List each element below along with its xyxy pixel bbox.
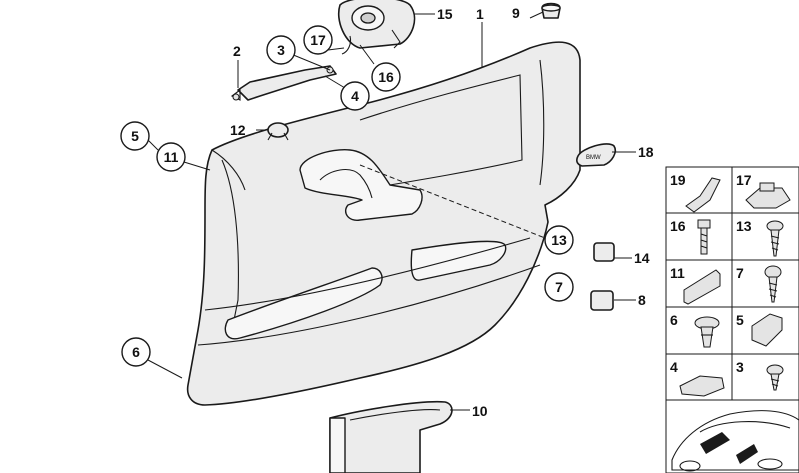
grid-label-17: 17 — [736, 172, 752, 188]
grid-part-11 — [683, 269, 721, 305]
svg-text:6: 6 — [132, 344, 140, 360]
storage-pocket-10 — [329, 400, 453, 473]
grid-label-5: 5 — [736, 312, 744, 328]
grid-label-19: 19 — [670, 172, 686, 188]
callout-10: 10 — [472, 403, 488, 419]
svg-text:7: 7 — [555, 279, 563, 295]
badge-text: BMW — [586, 155, 601, 161]
svg-text:4: 4 — [351, 88, 359, 104]
grid-label-13: 13 — [736, 218, 752, 234]
grid-label-11: 11 — [670, 265, 685, 281]
svg-text:13: 13 — [551, 232, 567, 248]
callout-8: 8 — [638, 292, 646, 308]
leader-lines — [147, 11, 636, 411]
callout-14: 14 — [634, 250, 650, 266]
callout-13: 13 — [544, 225, 574, 255]
grid-part-13-screw — [766, 220, 784, 257]
grid-part-16-screw — [697, 219, 711, 255]
grid-part-19 — [685, 177, 721, 213]
grid-part-4 — [679, 375, 725, 397]
callout-2: 2 — [233, 43, 241, 59]
callout-5: 5 — [120, 121, 150, 151]
grid-part-6-clip — [694, 316, 720, 348]
grid-label-7: 7 — [736, 265, 744, 281]
callout-16: 16 — [371, 62, 401, 92]
callout-4: 4 — [340, 81, 370, 111]
callout-12: 12 — [230, 122, 246, 138]
grid-part-3-screw — [766, 364, 784, 391]
bracket-part — [230, 65, 337, 101]
grid-part-7-screw — [764, 265, 782, 303]
parts-grid: 19 17 16 13 11 7 6 5 — [665, 166, 799, 473]
grid-label-16: 16 — [670, 218, 686, 234]
callout-11: 11 — [156, 142, 186, 172]
grid-part-5 — [751, 313, 783, 347]
svg-text:11: 11 — [164, 149, 179, 165]
cap-part-8 — [590, 290, 614, 311]
svg-text:16: 16 — [378, 69, 394, 85]
callout-15: 15 — [437, 6, 453, 22]
callout-17: 17 — [303, 25, 333, 55]
callout-7: 7 — [544, 272, 574, 302]
car-location-thumbnail — [671, 410, 799, 472]
callout-3: 3 — [266, 35, 296, 65]
grid-label-4: 4 — [670, 359, 678, 375]
grid-label-6: 6 — [670, 312, 678, 328]
grid-label-3: 3 — [736, 359, 744, 375]
svg-text:3: 3 — [277, 42, 285, 58]
callout-6: 6 — [121, 337, 151, 367]
cap-part-9 — [541, 2, 561, 19]
callout-9: 9 — [512, 5, 520, 21]
svg-text:17: 17 — [310, 32, 326, 48]
callout-18: 18 — [638, 144, 654, 160]
dashed-guide-line — [359, 164, 546, 239]
svg-text:5: 5 — [131, 128, 139, 144]
callout-1: 1 — [476, 6, 484, 22]
badge-part-18: BMW — [576, 143, 617, 167]
cap-part-14 — [593, 242, 615, 262]
speaker-assembly — [338, 0, 416, 55]
